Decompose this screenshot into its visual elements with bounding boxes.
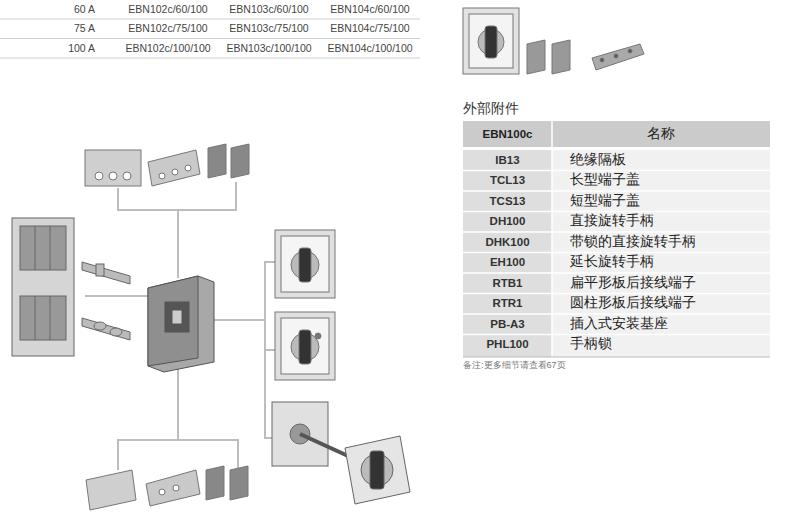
table-rules [0,19,420,58]
table-header: EBN100c [463,128,552,141]
part-code: RTB1 [463,277,552,290]
part-name: 圆柱形板后接线端子 [570,296,696,311]
extended-handle [272,402,410,504]
table-cell: 100 A [0,43,95,55]
part-name: 手柄锁 [570,337,612,352]
rear-terminals [82,262,130,340]
part-name: 绝缘隔板 [570,153,626,168]
table-cell: EBN102c/60/100 [118,4,218,16]
circuit-breaker [148,276,214,372]
accessory-table [463,121,770,357]
part-code: PHL100 [463,338,552,351]
table-header: 名称 [552,127,770,142]
leader-lines [85,182,275,470]
part-code: TCS13 [463,195,552,208]
part-code: DHK100 [463,236,552,249]
part-name: 延长旋转手柄 [570,255,654,270]
part-name: 带锁的直接旋转手柄 [570,235,696,250]
table-heading: 外部附件 [463,101,519,116]
table-cell: EBN104c/75/100 [320,23,420,35]
part-name: 短型端子盖 [570,194,640,209]
table-cell: EBN102c/100/100 [118,43,218,55]
handle-illustration [463,8,644,74]
terminal-covers-top [85,144,249,186]
table-cell: EBN103c/60/100 [219,4,319,16]
part-code: RTR1 [463,297,552,310]
table-cell: EBN102c/75/100 [118,23,218,35]
plug-in-base [12,218,74,356]
terminal-covers-bottom [86,466,248,510]
table-cell: EBN104c/100/100 [320,43,420,55]
part-name: 长型端子盖 [570,173,640,188]
part-code: TCL13 [463,174,552,187]
part-code: PB-A3 [463,318,552,331]
table-cell: EBN103c/75/100 [219,23,319,35]
part-code: DH100 [463,215,552,228]
part-code: IB13 [463,154,552,167]
part-name: 直接旋转手柄 [570,214,654,229]
table-cell: EBN103c/100/100 [219,43,319,55]
table-cell: EBN104c/60/100 [320,4,420,16]
table-cell: 75 A [0,23,95,35]
note: 备注:更多细节请查看67页 [463,361,566,371]
part-name: 扁平形板后接线端子 [570,276,696,291]
table-cell: 60 A [0,4,95,16]
part-code: EH100 [463,256,552,269]
part-name: 插入式安装基座 [570,317,668,332]
rotary-handles [275,230,335,380]
